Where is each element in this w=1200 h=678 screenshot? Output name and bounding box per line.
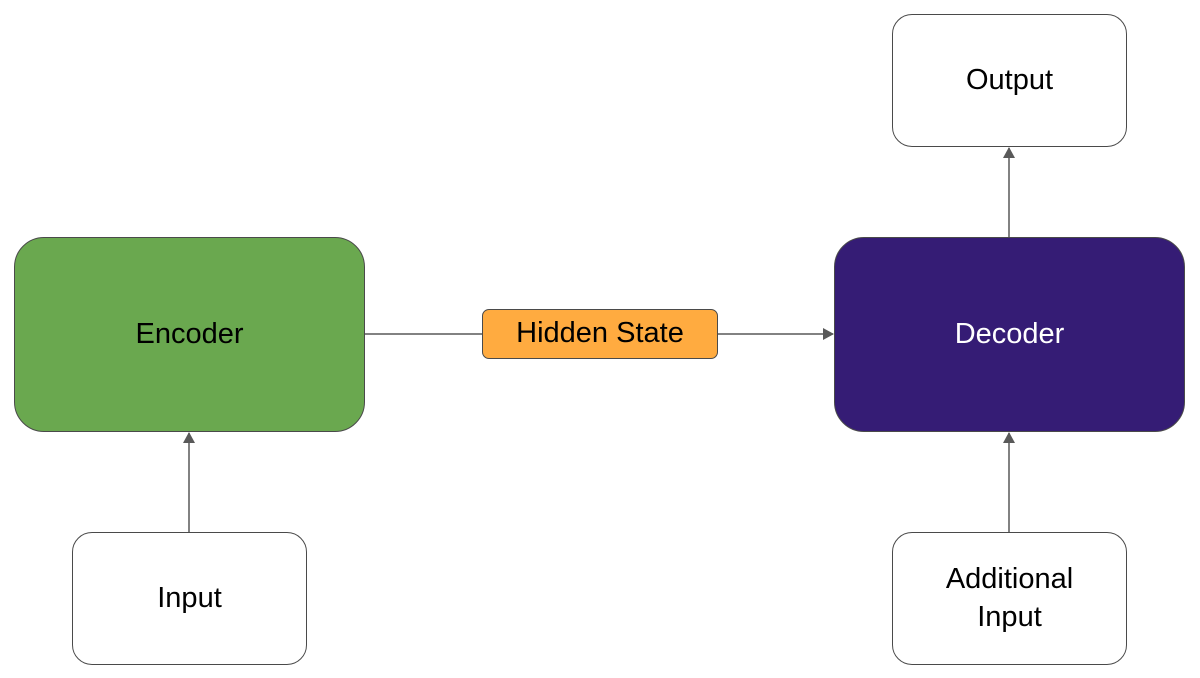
encoder-label: Encoder — [135, 317, 244, 350]
input-node: Input — [72, 532, 307, 665]
input-label: Input — [157, 581, 222, 614]
additional-input-label: Additional Input — [945, 563, 1074, 633]
encoder-node: Encoder — [14, 237, 365, 432]
hidden-state-node: Hidden State — [482, 309, 718, 359]
output-node: Output — [892, 14, 1127, 147]
additional-input-node: Additional Input — [892, 532, 1127, 665]
hidden-state-label: Hidden State — [516, 317, 684, 350]
output-label: Output — [965, 63, 1054, 96]
decoder-label: Decoder — [954, 317, 1065, 350]
decoder-node: Decoder — [834, 237, 1185, 432]
